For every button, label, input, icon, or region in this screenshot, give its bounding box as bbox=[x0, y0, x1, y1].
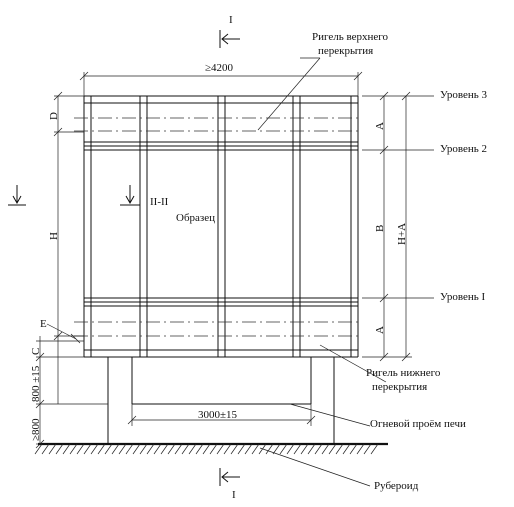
ground-hatch-stroke bbox=[286, 443, 295, 455]
ground-hatch-stroke bbox=[223, 443, 232, 455]
dim-800-15-label: 800 ±15 bbox=[30, 365, 42, 402]
ground-hatch-stroke bbox=[356, 443, 365, 455]
ground-hatch-stroke bbox=[349, 443, 358, 455]
section-mark-bottom bbox=[219, 468, 240, 486]
ground-hatch-stroke bbox=[132, 443, 141, 455]
section-label-side: II-II bbox=[150, 196, 169, 208]
ground-hatch-stroke bbox=[76, 443, 85, 455]
ground-hatch-stroke bbox=[111, 443, 120, 455]
furnace-body bbox=[107, 357, 335, 443]
opening-dimension-label: 3000±15 bbox=[198, 409, 238, 421]
ground-hatch-stroke bbox=[251, 443, 260, 455]
ground-hatch-stroke bbox=[104, 443, 113, 455]
ground-hatch-stroke bbox=[230, 443, 239, 455]
ground-hatch-stroke bbox=[55, 443, 64, 455]
ground-hatch-stroke bbox=[335, 443, 344, 455]
ground-hatch-stroke bbox=[118, 443, 127, 455]
ground-hatch-stroke bbox=[342, 443, 351, 455]
ground-hatch-stroke bbox=[62, 443, 71, 455]
ground-hatch-stroke bbox=[195, 443, 204, 455]
lower-beam bbox=[74, 321, 362, 337]
ground-hatch-stroke bbox=[279, 443, 288, 455]
dim-800-label: ≥800 bbox=[30, 418, 42, 441]
upper-beam-label-2: перекрытия bbox=[318, 45, 374, 57]
ground-hatch-stroke bbox=[265, 443, 274, 455]
level-2-label: Уровень 2 bbox=[440, 143, 487, 155]
dim-a-top-label: A bbox=[374, 122, 386, 130]
dim-h-plus-a-label: H+A bbox=[396, 222, 408, 245]
level-1-label: Уровень I bbox=[440, 291, 486, 303]
section-mark-side bbox=[120, 185, 140, 206]
upper-beam bbox=[74, 117, 362, 132]
ground-hatch-stroke bbox=[153, 443, 162, 455]
ground-hatch-stroke bbox=[125, 443, 134, 455]
ground-hatch-stroke bbox=[146, 443, 155, 455]
ground-hatch-stroke bbox=[48, 443, 57, 455]
ground-hatch-stroke bbox=[202, 443, 211, 455]
ground-hatch-stroke bbox=[300, 443, 309, 455]
upper-beam-label-1: Ригель верхнего bbox=[312, 31, 389, 43]
roofing-label: Рубероид bbox=[374, 480, 419, 492]
section-label-bottom: I bbox=[232, 489, 236, 501]
ground-hatch-stroke bbox=[370, 443, 379, 455]
width-dimension bbox=[79, 71, 363, 96]
ground-hatch-stroke bbox=[34, 443, 43, 455]
mark-e-label: E bbox=[40, 318, 47, 330]
e-leader bbox=[46, 323, 81, 344]
specimen-frame bbox=[83, 95, 359, 358]
ground-hatch-stroke bbox=[139, 443, 148, 455]
ground-hatch-stroke bbox=[167, 443, 176, 455]
dim-c-label: C bbox=[30, 347, 42, 355]
ground-hatch-stroke bbox=[97, 443, 106, 455]
ground-hatch-stroke bbox=[307, 443, 316, 455]
dim-b-label: B bbox=[374, 224, 386, 232]
ground-hatch-stroke bbox=[244, 443, 253, 455]
section-mark-top bbox=[219, 30, 240, 48]
dim-h-label: H bbox=[48, 232, 60, 240]
leader-lines bbox=[257, 57, 387, 487]
ground-hatch-stroke bbox=[69, 443, 78, 455]
furnace-opening-label: Огневой проём печи bbox=[370, 418, 466, 430]
ground-hatch-stroke bbox=[237, 443, 246, 455]
ground-hatch-stroke bbox=[83, 443, 92, 455]
ground-hatch-stroke bbox=[181, 443, 190, 455]
specimen-label: Образец bbox=[176, 212, 216, 224]
opening-dimension bbox=[127, 404, 316, 426]
ground-hatch-stroke bbox=[272, 443, 281, 455]
ground-line bbox=[34, 442, 388, 455]
right-dimensions bbox=[362, 91, 434, 362]
level-marker-left bbox=[8, 185, 26, 206]
ground-hatch-stroke bbox=[216, 443, 225, 455]
lower-beam-label-2: перекрытия bbox=[372, 381, 428, 393]
width-dimension-label: ≥4200 bbox=[205, 62, 234, 74]
lower-beam-label-1: Ригель нижнего bbox=[366, 367, 441, 379]
ground-hatch-stroke bbox=[188, 443, 197, 455]
ground-hatch-stroke bbox=[90, 443, 99, 455]
dim-a-bottom-label: A bbox=[374, 326, 386, 334]
ground-hatch-stroke bbox=[293, 443, 302, 455]
ground-hatch-stroke bbox=[328, 443, 337, 455]
left-dimensions bbox=[35, 91, 108, 449]
level-3-label: Уровень 3 bbox=[440, 89, 487, 101]
ground-hatch-stroke bbox=[363, 443, 372, 455]
ground-hatch-stroke bbox=[41, 443, 50, 455]
dim-d-label: D bbox=[48, 112, 60, 120]
ground-hatch-stroke bbox=[174, 443, 183, 455]
section-label-top: I bbox=[229, 14, 233, 26]
ground-hatch-stroke bbox=[160, 443, 169, 455]
ground-hatch-stroke bbox=[314, 443, 323, 455]
ground-hatch-stroke bbox=[209, 443, 218, 455]
ground-hatch-stroke bbox=[321, 443, 330, 455]
